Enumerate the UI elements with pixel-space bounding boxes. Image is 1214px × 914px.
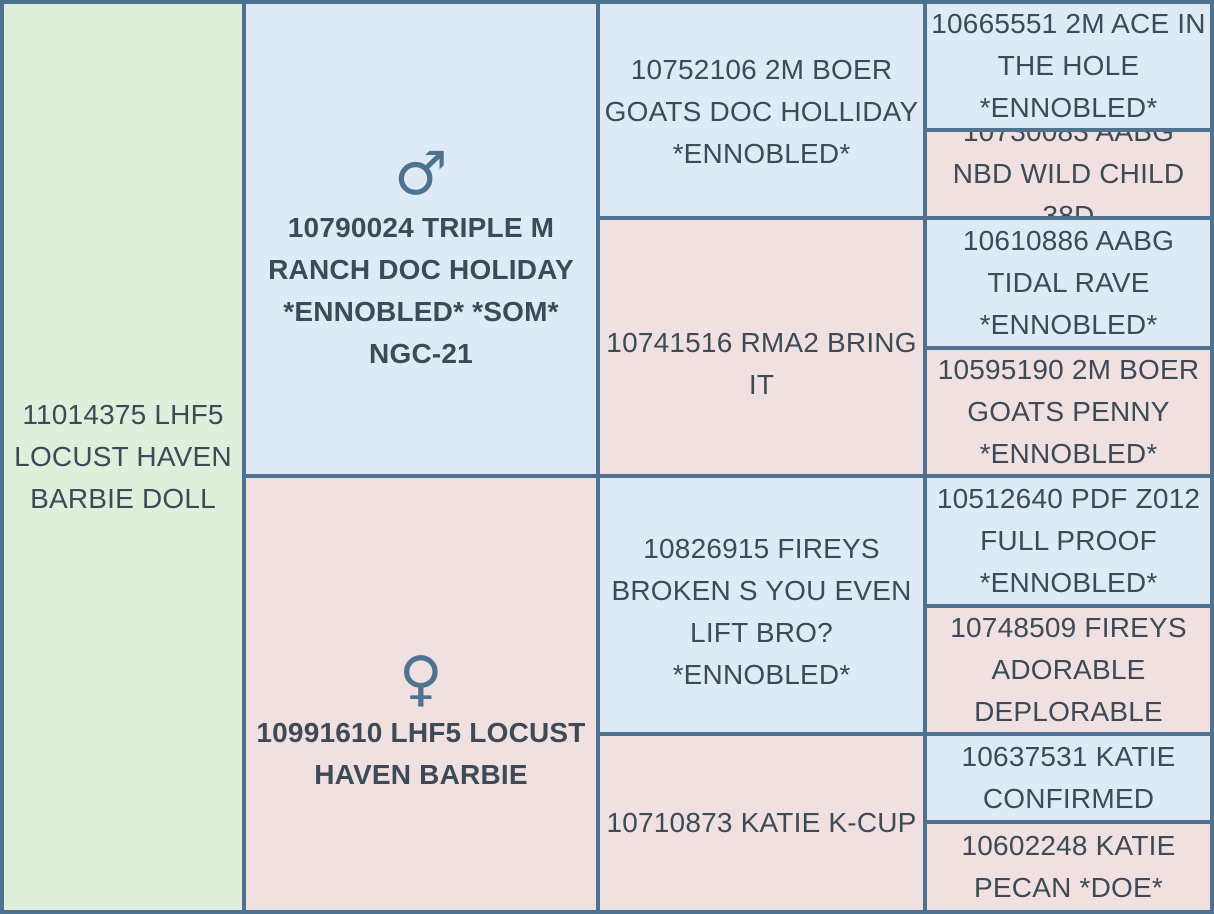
dam-sire-cell: 10826915 FIREYS BROKEN S YOU EVEN LIFT B… — [600, 478, 923, 732]
sire-dam-cell: 10741516 RMA2 BRING IT — [600, 220, 923, 474]
sire-sire-cell: 10752106 2M BOER GOATS DOC HOLLIDAY *ENN… — [600, 4, 923, 216]
sire-dam-name: 10741516 RMA2 BRING IT — [606, 327, 917, 400]
dam-cell: ♀ 10991610 LHF5 LOCUST HAVEN BARBIE — [246, 478, 596, 910]
sire-sire-name: 10752106 2M BOER GOATS DOC HOLLIDAY *ENN… — [604, 54, 919, 169]
dam-dam-name: 10710873 KATIE K-CUP — [606, 807, 917, 838]
dam-dam-cell: 10710873 KATIE K-CUP — [600, 736, 923, 910]
ss-dam-cell: 10730083 AABG NBD WILD CHILD 38D — [927, 132, 1210, 216]
subject-name: 11014375 LHF5 LOCUST HAVEN BARBIE DOLL — [14, 399, 232, 514]
sire-cell: ♂ 10790024 TRIPLE M RANCH DOC HOLIDAY *E… — [246, 4, 596, 474]
ss-sire-name: 10665551 2M ACE IN THE HOLE *ENNOBLED* — [931, 8, 1206, 123]
dd-dam-name: 10602248 KATIE PECAN *DOE* — [961, 830, 1176, 903]
dam-name: 10991610 LHF5 LOCUST HAVEN BARBIE — [256, 717, 586, 790]
sd-sire-cell: 10610886 AABG TIDAL RAVE *ENNOBLED* — [927, 220, 1210, 346]
dd-sire-cell: 10637531 KATIE CONFIRMED — [927, 736, 1210, 820]
female-symbol-icon: ♀ — [398, 644, 444, 714]
ds-sire-name: 10512640 PDF Z012 FULL PROOF *ENNOBLED* — [936, 483, 1201, 598]
subject-cell: 11014375 LHF5 LOCUST HAVEN BARBIE DOLL — [4, 4, 242, 910]
ss-sire-cell: 10665551 2M ACE IN THE HOLE *ENNOBLED* — [927, 4, 1210, 128]
ds-dam-cell: 10748509 FIREYS ADORABLE DEPLORABLE — [927, 608, 1210, 732]
dam-sire-name: 10826915 FIREYS BROKEN S YOU EVEN LIFT B… — [611, 533, 912, 690]
sd-sire-name: 10610886 AABG TIDAL RAVE *ENNOBLED* — [962, 225, 1175, 340]
dd-dam-cell: 10602248 KATIE PECAN *DOE* — [927, 824, 1210, 910]
ss-dam-name: 10730083 AABG NBD WILD CHILD 38D — [952, 132, 1185, 216]
sd-dam-cell: 10595190 2M BOER GOATS PENNY *ENNOBLED* — [927, 350, 1210, 474]
dd-sire-name: 10637531 KATIE CONFIRMED — [961, 741, 1176, 814]
ds-sire-cell: 10512640 PDF Z012 FULL PROOF *ENNOBLED* — [927, 478, 1210, 604]
male-symbol-icon: ♂ — [394, 139, 448, 209]
ds-dam-name: 10748509 FIREYS ADORABLE DEPLORABLE — [950, 612, 1187, 727]
sire-name: 10790024 TRIPLE M RANCH DOC HOLIDAY *ENN… — [268, 212, 574, 369]
sd-dam-name: 10595190 2M BOER GOATS PENNY *ENNOBLED* — [937, 354, 1200, 469]
